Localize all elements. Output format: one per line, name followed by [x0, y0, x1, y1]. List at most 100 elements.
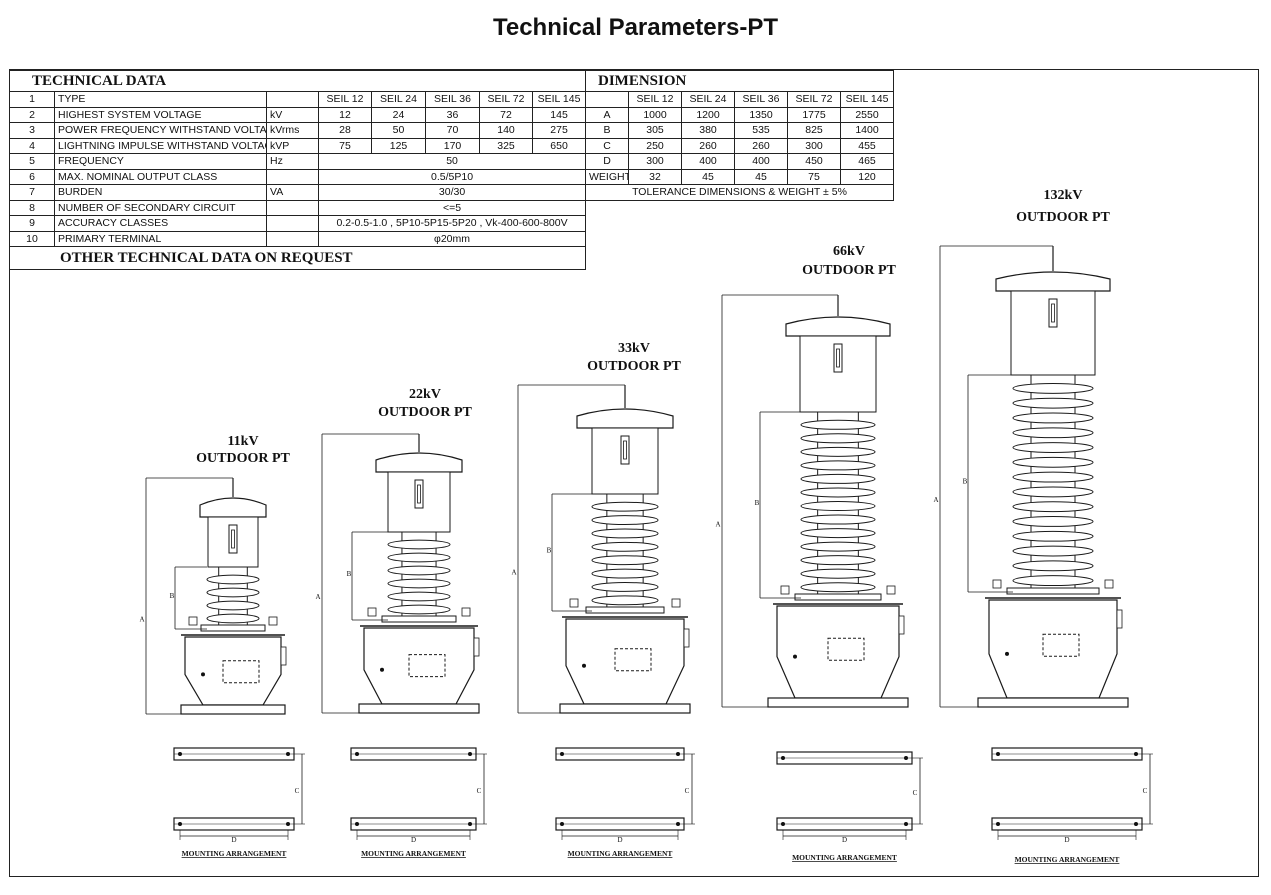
- dimension-heading: DIMENSION: [584, 70, 895, 92]
- insulator-shed: [1012, 516, 1094, 527]
- model-header: SEIL 24: [371, 91, 426, 108]
- dimension-d-label: D: [231, 836, 236, 844]
- dimension-a-label: A: [933, 496, 938, 504]
- mounting-hole: [1134, 822, 1138, 826]
- unit-type-label: OUTDOOR PT: [196, 451, 290, 466]
- nameplate: [222, 660, 260, 684]
- dimension-a-label: A: [315, 593, 320, 601]
- earth-terminal: [380, 667, 384, 672]
- terminal-bolt: [461, 607, 471, 617]
- mounting-hole: [781, 756, 785, 760]
- insulator-shed: [387, 604, 451, 615]
- side-box: [473, 637, 480, 657]
- nameplate: [1042, 633, 1080, 657]
- dimension-d-label: D: [842, 836, 847, 844]
- technical-data-footer: OTHER TECHNICAL DATA ON REQUEST: [8, 246, 587, 270]
- tank-body: [363, 627, 475, 705]
- drawing-frame: [9, 69, 1259, 877]
- insulator-shed: [1012, 456, 1094, 468]
- table-row: 3 POWER FREQUENCY WITHSTAND VOLTAGE kVrm…: [9, 122, 587, 139]
- flange: [200, 624, 266, 632]
- table-row: 8 NUMBER OF SECONDARY CIRCUIT <=5: [9, 199, 587, 216]
- unit-cell: kVP: [266, 137, 319, 154]
- insulator-shed: [800, 473, 876, 484]
- flange: [1006, 587, 1100, 595]
- insulator-shed: [387, 552, 451, 563]
- page-title: Technical Parameters-PT: [492, 14, 778, 41]
- insulator-shed: [206, 574, 260, 585]
- mounting-hole: [781, 822, 785, 826]
- value-cell: 2550: [839, 106, 895, 123]
- dimension-c-label: C: [913, 789, 918, 797]
- insulator-shed: [1012, 471, 1094, 483]
- insulator-shed: [591, 568, 659, 579]
- tank-body: [184, 636, 282, 706]
- tank-body: [988, 599, 1118, 699]
- dimension-a-label: A: [511, 569, 516, 577]
- mounting-hole: [468, 752, 472, 756]
- terminal-bolt: [992, 579, 1002, 589]
- insulator-shed: [800, 500, 876, 512]
- earth-terminal: [1005, 651, 1009, 656]
- mounting-hole: [560, 752, 564, 756]
- base-channel: [358, 703, 480, 714]
- mounting-arrangement-label: MOUNTING ARRANGEMENT: [568, 849, 673, 858]
- earth-terminal: [201, 672, 205, 677]
- insulator-shed: [800, 446, 876, 457]
- terminal-bolt: [1104, 579, 1114, 589]
- dimension-b-label: B: [547, 547, 552, 555]
- dimension-c-label: C: [477, 787, 482, 795]
- table-row: WEIGHT 32 45 45 75 120: [585, 168, 895, 185]
- insulator-shed: [591, 555, 659, 566]
- dome-cap: [375, 452, 463, 473]
- insulator-shed: [800, 541, 876, 552]
- table-row: 5 FREQUENCY Hz 50: [9, 153, 587, 170]
- insulator-shed: [1012, 442, 1094, 453]
- flange: [381, 615, 457, 623]
- mounting-hole: [468, 822, 472, 826]
- insulator-shed: [387, 539, 451, 550]
- unit-voltage-label: 22kV: [409, 387, 441, 402]
- technical-data-heading: TECHNICAL DATA: [8, 70, 587, 92]
- unit-cell: VA: [266, 184, 319, 201]
- dimension-d-label: D: [1064, 836, 1069, 844]
- insulator-shed: [1012, 530, 1094, 542]
- mounting-arrangement-label: MOUNTING ARRANGEMENT: [361, 849, 466, 858]
- insulator-shed: [1012, 412, 1094, 424]
- insulator-shed: [800, 433, 876, 444]
- mounting-hole: [560, 822, 564, 826]
- insulator-shed: [206, 600, 260, 611]
- dimension-b-label: B: [963, 478, 968, 486]
- nameplate: [827, 637, 865, 661]
- flange: [794, 593, 882, 601]
- terminal-bolt: [569, 598, 579, 608]
- table-row: C 250 260 260 300 455: [585, 137, 895, 154]
- insulator-shed: [1012, 501, 1094, 513]
- mounting-arrangement-label: MOUNTING ARRANGEMENT: [792, 853, 897, 862]
- value-cell: 400: [681, 153, 735, 170]
- side-box: [683, 628, 690, 648]
- insulator-shed: [800, 582, 876, 593]
- insulator-shed: [1012, 545, 1094, 557]
- insulator-shed: [1012, 427, 1094, 439]
- dome-cap: [576, 408, 674, 429]
- dimension-b-label: B: [755, 499, 760, 507]
- terminal-slot: [417, 484, 421, 504]
- unit-voltage-label: 66kV: [833, 244, 865, 259]
- mounting-hole: [676, 752, 680, 756]
- insulator-shed: [387, 591, 451, 602]
- base-channel: [180, 704, 286, 715]
- dimension-b-label: B: [170, 592, 175, 600]
- mounting-hole: [676, 822, 680, 826]
- value-cell: 1775: [787, 106, 841, 123]
- value-cell: 1350: [734, 106, 788, 123]
- merged-value-cell: 0.2-0.5-1.0 , 5P10-5P15-5P20 , Vk-400-60…: [317, 215, 587, 232]
- model-header: SEIL 12: [318, 91, 372, 108]
- terminal-slot: [1051, 303, 1055, 323]
- dimension-a-label: A: [715, 521, 720, 529]
- unit-type-label: OUTDOOR PT: [587, 359, 681, 374]
- value-cell: 260: [734, 137, 788, 154]
